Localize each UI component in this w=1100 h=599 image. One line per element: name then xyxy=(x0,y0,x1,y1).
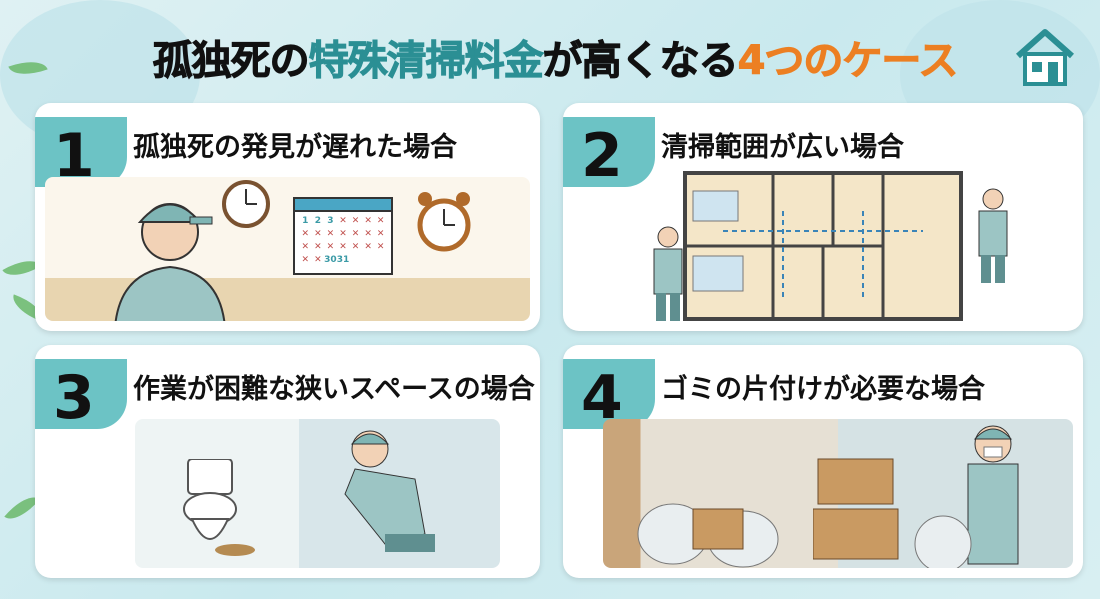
trash-bag-icon xyxy=(637,503,779,568)
worker-icon xyxy=(967,425,1019,565)
case-title: 孤独死の発見が遅れた場合 xyxy=(133,132,457,163)
number-badge: 2 xyxy=(563,117,655,191)
case-title: ゴミの片付けが必要な場合 xyxy=(661,374,985,405)
case-title: 清掃範囲が広い場合 xyxy=(661,132,904,163)
case-card-2: 2 清掃範囲が広い場合 xyxy=(563,103,1083,331)
worker-icon xyxy=(114,203,226,321)
cardboard-box-icon xyxy=(813,458,899,560)
case-number: 3 xyxy=(53,363,95,433)
case-card-4: 4 ゴミの片付けが必要な場合 xyxy=(563,345,1083,578)
garbage-illustration xyxy=(603,419,1073,568)
narrow-space-illustration xyxy=(135,419,500,568)
clock-icon xyxy=(222,180,270,228)
worker-icon xyxy=(653,226,683,321)
worker-icon xyxy=(344,430,435,552)
alarm-clock-icon xyxy=(417,192,471,252)
number-badge: 3 xyxy=(35,359,127,433)
worker-icon xyxy=(978,188,1008,283)
case-title: 作業が困難な狭いスペースの場合 xyxy=(133,374,535,405)
case-number: 2 xyxy=(581,121,623,191)
page-title: 孤独死の特殊清掃料金が高くなる4つのケース xyxy=(152,38,959,85)
floor-plan-icon xyxy=(683,171,963,321)
toilet-icon xyxy=(183,459,237,540)
house-icon xyxy=(1016,29,1074,86)
trash-bag-icon xyxy=(914,515,972,568)
stain xyxy=(215,544,255,556)
case-card-3: 3 作業が困難な狭いスペースの場合 xyxy=(35,345,540,578)
